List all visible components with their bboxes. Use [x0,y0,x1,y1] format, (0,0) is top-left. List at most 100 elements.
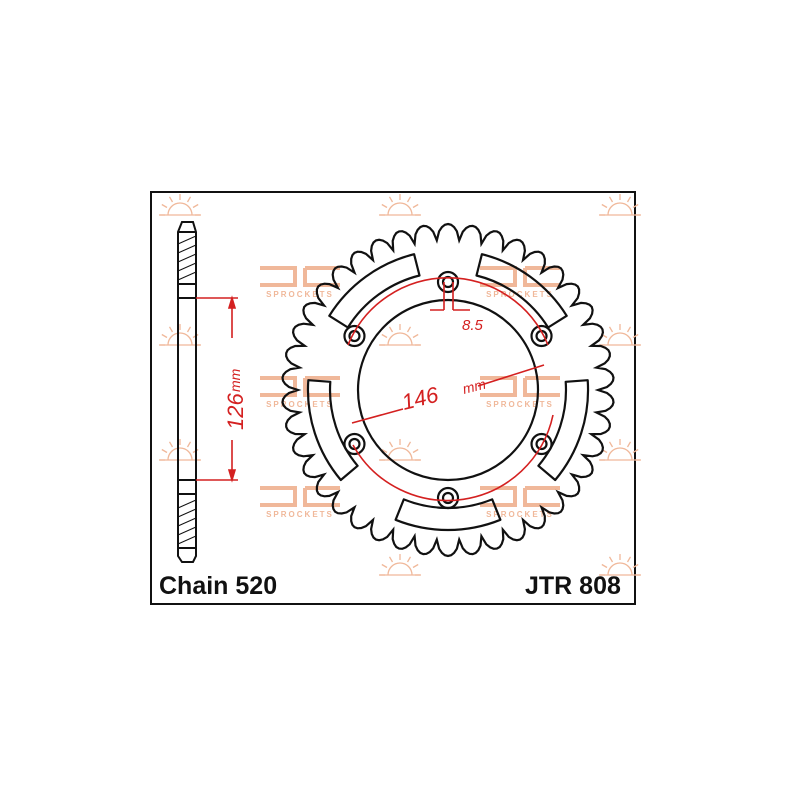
profile-lines [178,231,196,549]
sun-ray [161,448,168,454]
sprockets-text: SPROCKETS [486,510,554,519]
bolt-hole-outer-ring [436,270,460,294]
sun-ray [388,326,394,333]
sun-ray [412,448,419,454]
hatch [177,253,197,263]
bolt-hole-icon [535,437,548,451]
sun-ray [381,448,388,454]
offset-value: 126 [223,393,248,430]
part-number-label: JTR 808 [525,572,621,600]
hatch [177,499,197,509]
jt-logo-watermark: SPROCKETS [260,376,340,409]
sun-ray [168,326,174,333]
sun-ray [601,203,608,209]
pcd-unit: mm [461,376,488,397]
profile-outline [177,221,197,563]
jt-logo-watermark: SPROCKETS [480,376,560,409]
sun-ray [626,326,632,333]
sun-ray [626,441,632,448]
sun-logo-watermark [599,439,641,461]
sun-logo-watermark [379,439,421,461]
sun-arc [600,447,640,461]
sun-ray [186,441,192,448]
sun-logo-watermark [379,324,421,346]
pcd-dimension-line [351,364,545,424]
sun-arc [160,202,200,216]
sun-arc [380,562,420,576]
sun-ray [601,563,608,569]
jt-letters [260,486,340,507]
sun-logo-watermark [599,554,641,576]
sprockets-text: SPROCKETS [266,510,334,519]
sun-arc [160,332,200,346]
sun-ray [168,441,174,448]
sun-logo-watermark [599,194,641,216]
sun-logo-watermark [379,554,421,576]
pcd-circle-arc [347,276,554,502]
sun-ray [168,196,174,203]
sun-ray [381,563,388,569]
sun-ray [626,196,632,203]
jt-logo-watermark: SPROCKETS [260,486,340,519]
sun-ray [626,556,632,563]
sun-ray [608,196,614,203]
bolt-hole-dimension-lines [430,282,470,311]
sun-ray [186,326,192,333]
bolt-hole-outer-ring [343,324,366,348]
sprockets-text: SPROCKETS [266,400,334,409]
sun-ray [632,333,639,339]
sun-ray [388,441,394,448]
sun-ray [406,196,412,203]
jt-logo-watermark: SPROCKETS [480,486,560,519]
sun-ray [388,196,394,203]
sun-ray [186,196,192,203]
sun-logo-watermark [159,439,201,461]
sun-arc [380,202,420,216]
sun-ray [192,203,199,209]
sun-ray [412,333,419,339]
sun-arc [600,202,640,216]
offset-unit: mm [227,368,243,392]
sun-ray [412,563,419,569]
bolt-hole-value: 8.5 [462,317,484,334]
drawing-frame [150,191,636,605]
sun-ray [381,203,388,209]
sun-ray [381,333,388,339]
hatch [177,508,197,518]
lightening-cutout [394,498,502,531]
bolt-hole-outer-ring [343,432,366,456]
jt-letters [480,376,560,397]
side-profile [177,221,197,563]
sun-arc [380,447,420,461]
bolt-hole-outer-ring [436,486,460,510]
pcd-value: 146 [399,382,441,415]
sun-ray [406,326,412,333]
bolt-hole-icon [441,491,455,505]
sun-ray [406,556,412,563]
sprockets-text: SPROCKETS [266,290,334,299]
sun-ray [632,203,639,209]
jt-letters [260,266,340,287]
hatch [177,262,197,272]
sun-ray [632,448,639,454]
sun-logo-watermark [599,324,641,346]
sun-ray [608,326,614,333]
sun-ray [161,203,168,209]
sun-ray [608,556,614,563]
sun-arc [160,447,200,461]
sun-logo-watermark [379,194,421,216]
jt-logo-watermark: SPROCKETS [480,266,560,299]
sprockets-text: SPROCKETS [486,400,554,409]
bolt-hole-outer-ring [530,324,553,348]
sprocket-face [281,222,615,558]
sun-ray [161,333,168,339]
center-bore [356,298,540,482]
hatch [177,244,197,254]
lightening-cutout [306,379,359,482]
hatch [177,235,197,245]
lightening-cutout [537,379,590,482]
hatch [177,526,197,536]
sun-ray [406,441,412,448]
sun-logo-watermark [159,194,201,216]
